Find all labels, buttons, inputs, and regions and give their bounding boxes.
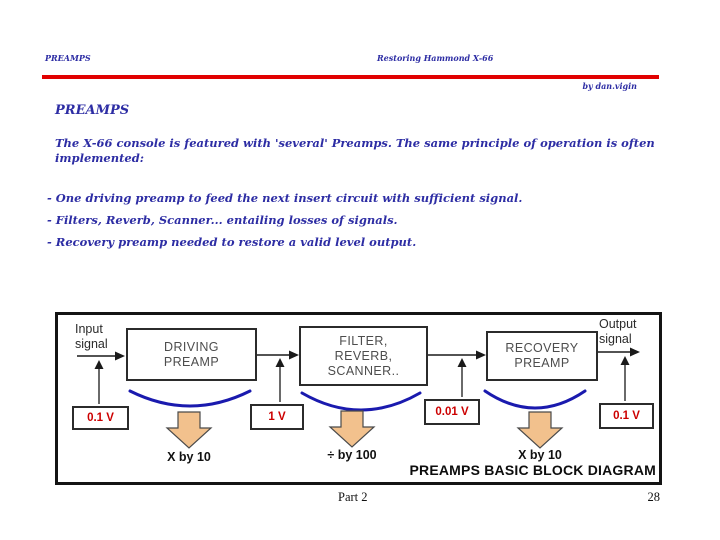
- bullet-item: - Filters, Reverb, Scanner... entailing …: [47, 213, 398, 227]
- input-signal-label: Input signal: [75, 322, 108, 351]
- footer-page-number: 28: [647, 490, 661, 504]
- filter-reverb-scanner-block: FILTER, REVERB, SCANNER..: [299, 326, 428, 386]
- gain-block-arrow: [516, 411, 564, 449]
- header-left-title: PREAMPS: [45, 53, 91, 63]
- filter-brace-arc: [300, 391, 422, 412]
- input-level-arrow: [94, 360, 104, 404]
- bullet-item: - Recovery preamp needed to restore a va…: [47, 235, 417, 249]
- gain-label-recovery: X by 10: [518, 448, 562, 462]
- gain-block-arrow: [165, 411, 213, 449]
- recovery-brace-arc: [483, 389, 587, 410]
- diagram-caption: PREAMPS BASIC BLOCK DIAGRAM: [409, 462, 656, 478]
- filter-to-recovery-arrow: [428, 350, 486, 360]
- voltage-box-output: 0.1 V: [599, 403, 654, 429]
- driving-to-filter-arrow: [257, 350, 299, 360]
- driving-brace-arc: [128, 389, 252, 408]
- header-rule: [42, 75, 659, 79]
- voltage-box-after-driving: 1 V: [250, 404, 304, 430]
- filter-level-arrow: [457, 358, 467, 397]
- recovery-preamp-block: RECOVERY PREAMP: [486, 331, 598, 381]
- bullet-list: - One driving preamp to feed the next in…: [47, 192, 667, 258]
- gain-label-filter: ÷ by 100: [327, 448, 377, 462]
- driving-level-arrow: [275, 358, 285, 402]
- intro-paragraph: The X-66 console is featured with 'sever…: [55, 136, 655, 165]
- voltage-box-after-filter: 0.01 V: [424, 399, 480, 425]
- header-byline: by dan.vigin: [582, 81, 637, 91]
- gain-label-driving: X by 10: [167, 450, 211, 464]
- recovery-to-output-arrow: [598, 347, 640, 357]
- voltage-box-input: 0.1 V: [72, 406, 129, 430]
- driving-preamp-block: DRIVING PREAMP: [126, 328, 257, 381]
- output-signal-label: Output signal: [599, 317, 637, 346]
- block-diagram: Input signal DRIVING PREAMP FILTER, REVE…: [55, 312, 662, 485]
- section-heading: PREAMPS: [55, 103, 130, 118]
- diagram-connectors: [77, 347, 640, 449]
- header-center-title: Restoring Hammond X-66: [377, 53, 494, 63]
- footer-section-label: Part 2: [338, 490, 368, 504]
- input-arrow: [77, 351, 125, 361]
- output-level-arrow: [620, 356, 630, 401]
- gain-block-arrow: [328, 410, 376, 448]
- bullet-item: - One driving preamp to feed the next in…: [47, 191, 523, 205]
